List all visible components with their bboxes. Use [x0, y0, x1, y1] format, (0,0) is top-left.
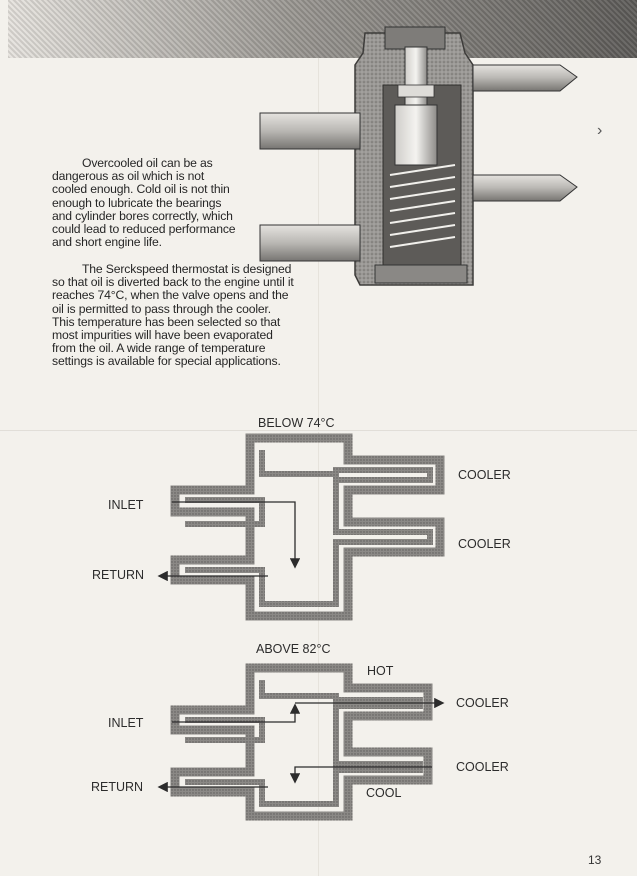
top-shaded-band [8, 0, 637, 58]
page-number: 13 [588, 853, 602, 867]
diagram-below-title: BELOW 74°C [258, 416, 335, 430]
thermostat-cutaway-illustration [259, 26, 578, 286]
diagram-below-inlet-label: INLET [108, 498, 144, 512]
diagram-above-title: ABOVE 82°C [256, 642, 330, 656]
diagram-below-cooler-bottom-label: COOLER [458, 537, 511, 551]
diagram-below-cooler-top-label: COOLER [458, 468, 511, 482]
margin-mark: › [597, 122, 603, 139]
thermostat-paragraph: The Serckspeed thermostat is designed so… [52, 262, 294, 369]
diagram-above-82: ABOVE 82°C INLET RETURN HOT COOL COOLER … [91, 642, 509, 821]
overcooled-oil-paragraph: Overcooled oil can be as dangerous as oi… [52, 156, 242, 250]
diagram-above-hot-label: HOT [367, 664, 394, 678]
diagram-below-return-label: RETURN [92, 568, 144, 582]
paper-fold-horizontal [0, 430, 637, 432]
paragraph-2-text: The Serckspeed thermostat is designed so… [52, 262, 294, 369]
paragraph-1-text: Overcooled oil can be as dangerous as oi… [52, 156, 236, 250]
diagram-above-cool-label: COOL [366, 786, 401, 800]
diagram-below-74: BELOW 74°C INLET RETURN COOLER COOLER [92, 416, 511, 621]
diagram-above-return-label: RETURN [91, 780, 143, 794]
diagram-above-inlet-label: INLET [108, 716, 144, 730]
diagram-above-cooler-bottom-label: COOLER [456, 760, 509, 774]
diagram-above-cooler-top-label: COOLER [456, 696, 509, 710]
